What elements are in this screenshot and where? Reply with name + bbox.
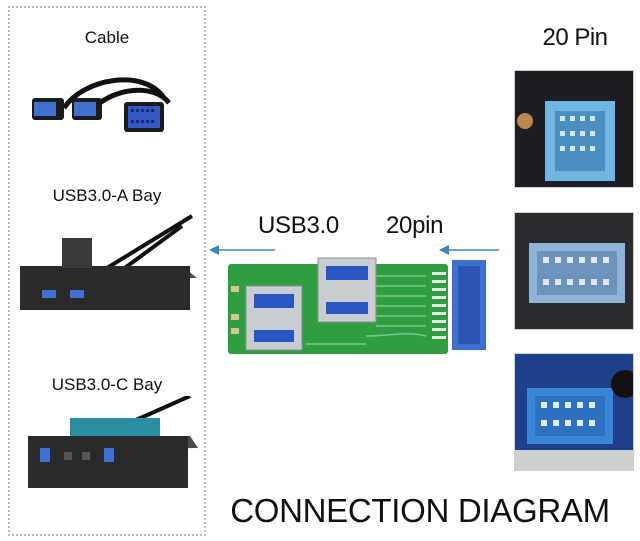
cable-image (24, 58, 194, 148)
usb30-c-bay-image (20, 396, 200, 496)
20pin-label: 20pin (386, 212, 444, 239)
motherboard-header-photo-3 (514, 353, 634, 471)
motherboard-header-photo-1 (514, 70, 634, 188)
connection-diagram-title: CONNECTION DIAGRAM (230, 492, 610, 529)
20-pin-title: 20 Pin (542, 24, 608, 51)
usb30-a-bay-label: USB3.0-A Bay (52, 186, 162, 205)
usb30-c-bay-label: USB3.0-C Bay (51, 375, 163, 394)
usb30-label: USB3.0 (258, 212, 339, 239)
arrow-left-icon (209, 245, 275, 255)
arrow-icons (209, 245, 499, 255)
arrow-left-icon-2 (439, 245, 499, 255)
left-panel: Cable USB3.0-A Bay USB3.0 (8, 6, 206, 536)
motherboard-header-photo-2 (514, 212, 634, 330)
usb30-a-bay-image (12, 208, 202, 323)
pcb-adapter-image (226, 256, 490, 358)
cable-label: Cable (84, 28, 130, 47)
